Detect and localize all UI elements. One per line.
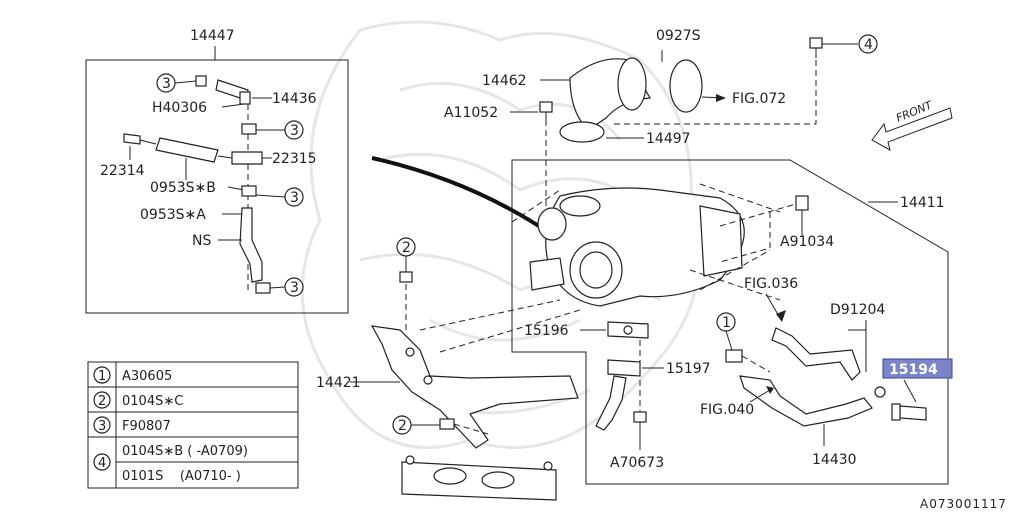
label-0927S: 0927S: [656, 28, 701, 44]
gasket-15196: 15196: [524, 321, 649, 339]
elbow-14462: 0927S 14462 FIG.072: [482, 28, 786, 131]
label-A70673: A70673: [610, 455, 664, 471]
drain-pipe-15197: 15197 A70673: [595, 340, 711, 471]
label-15196: 15196: [524, 323, 569, 339]
legend-num-2: 2: [98, 394, 106, 409]
legend-num-3: 3: [98, 419, 106, 434]
part-15194-highlight[interactable]: 15194: [882, 358, 953, 403]
callout-1: 1: [722, 315, 731, 331]
label-NS: NS: [192, 233, 211, 249]
label-H40306: H40306: [152, 100, 207, 116]
flange-plate: [401, 455, 557, 501]
pointer-line: [371, 156, 550, 234]
stud-A91034: A91034: [719, 195, 834, 250]
fig040-ref: FIG.040: [700, 386, 774, 418]
label-22315: 22315: [272, 151, 317, 167]
label-0953SB: 0953S∗B: [150, 180, 216, 196]
legend-part-A30605: A30605: [122, 369, 172, 384]
document-id: A073001117: [920, 497, 1007, 511]
oil-pipe-D91204: FIG.036 D91204: [744, 276, 885, 381]
legend-num-4: 4: [98, 456, 106, 471]
label-FIG036: FIG.036: [744, 276, 798, 292]
label-A91034: A91034: [780, 234, 834, 250]
label-14436: 14436: [272, 91, 317, 107]
callout-2-a: 2: [402, 240, 411, 256]
legend-table: 1 A30605 2 0104S∗C 3 F90807 4 0104S∗B ( …: [87, 361, 299, 489]
callout-3-c: 3: [290, 190, 299, 206]
arrow-fig036-icon: [776, 310, 786, 322]
arrow-fig040-icon: [766, 386, 774, 394]
bolt-4: 4: [612, 34, 878, 125]
oil-pipe-14430: 1 14430: [716, 312, 927, 468]
outline-14411: 14411: [511, 159, 949, 485]
label-0953SA: 0953S∗A: [140, 207, 206, 223]
legend-part-0101S: 0101S (A0710- ): [122, 469, 241, 484]
label-14421: 14421: [316, 375, 361, 391]
bolt-A11052: A11052 14497: [444, 101, 691, 210]
bracket-14421: 2 14421 2: [316, 237, 581, 449]
legend-part-F90807: F90807: [122, 419, 171, 434]
turbocharger: [511, 183, 781, 307]
label-14447: 14447: [190, 28, 235, 44]
label-FIG072: FIG.072: [732, 91, 786, 107]
label-15194: 15194: [889, 362, 938, 378]
label-FIG040: FIG.040: [700, 402, 754, 418]
callout-4: 4: [864, 37, 873, 53]
front-indicator: FRONT: [871, 98, 953, 151]
callout-3-d: 3: [290, 280, 299, 296]
label-15197: 15197: [666, 361, 711, 377]
arrow-fig072-icon: [716, 94, 726, 102]
callout-2-b: 2: [398, 418, 407, 434]
inset-box-14447: 14447 14436 H40306 3 3 22314 223: [85, 28, 349, 314]
label-14462: 14462: [482, 73, 527, 89]
label-D91204: D91204: [830, 302, 885, 318]
callout-3-b: 3: [290, 123, 299, 139]
label-22314: 22314: [100, 163, 145, 179]
label-14497: 14497: [646, 131, 691, 147]
legend-part-0104SC: 0104S∗C: [122, 394, 183, 409]
legend-part-0104SB: 0104S∗B ( -A0709): [122, 444, 248, 459]
label-14411: 14411: [900, 195, 945, 211]
callout-3-a: 3: [162, 76, 171, 92]
label-A11052: A11052: [444, 105, 498, 121]
label-14430: 14430: [812, 452, 857, 468]
legend-num-1: 1: [98, 369, 106, 384]
